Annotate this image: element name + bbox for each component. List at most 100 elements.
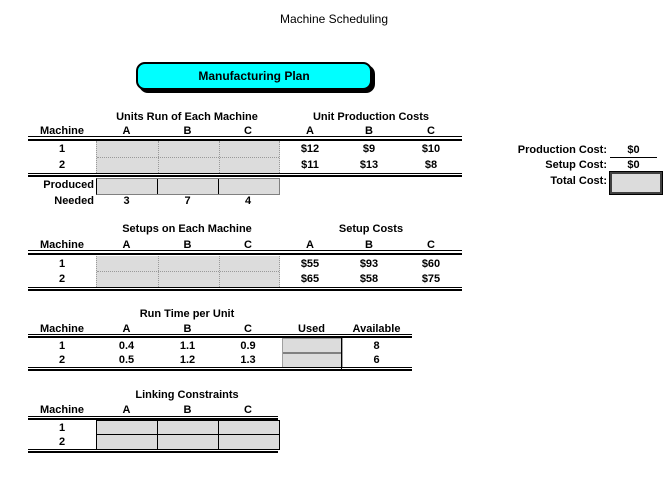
linking-divider-v1: [157, 421, 158, 449]
linking-bottom-underline: [28, 449, 278, 450]
setupcost-m2-b: $58: [359, 273, 379, 285]
setups-col-c-header: C: [244, 239, 252, 251]
produced-divider-v1: [157, 179, 158, 194]
linking-row1-label: 1: [58, 422, 66, 434]
setup-cost-label: Setup Cost:: [545, 159, 607, 171]
runtime-m2-b: 1.2: [179, 354, 196, 366]
available-m1: 8: [373, 340, 380, 352]
setupcost-m1-b: $93: [359, 258, 379, 270]
prodcost-m2-b: $13: [359, 159, 379, 171]
prodcost-m1-a: $12: [300, 143, 320, 155]
linking-bottom-rule: [28, 451, 278, 453]
units-run-heading: Units Run of Each Machine: [116, 111, 258, 123]
available-m2: 6: [373, 354, 380, 366]
linking-input-cells[interactable]: [96, 420, 280, 450]
units-header-underline: [28, 136, 462, 137]
production-costs-heading: Unit Production Costs: [312, 111, 430, 123]
units-header-rule: [28, 139, 462, 141]
units-row2-label: 2: [58, 159, 66, 171]
prodcost-m2-c: $8: [424, 159, 438, 171]
linking-header-rule: [28, 418, 278, 420]
production-cost-value: $0: [610, 143, 657, 158]
setupcost-m1-a: $55: [300, 258, 320, 270]
runtime-bottom-underline: [28, 367, 412, 368]
setups-col-a-header: A: [122, 239, 131, 251]
page-title: Machine Scheduling: [279, 12, 389, 26]
runtime-m1-a: 0.4: [118, 340, 135, 352]
setups-heading: Setups on Each Machine: [122, 223, 252, 235]
setups-header-underline: [28, 250, 462, 251]
linking-col-a-header: A: [122, 404, 131, 416]
prodcost-m2-a: $11: [301, 159, 319, 171]
setupcost-col-c-header: C: [427, 239, 435, 251]
setupcost-col-b-header: B: [365, 239, 373, 251]
setupcost-m1-c: $60: [421, 258, 441, 270]
prodcost-col-c-header: C: [427, 125, 435, 137]
runtime-m2-c: 1.3: [240, 354, 256, 366]
linking-col-c-header: C: [244, 404, 252, 416]
setup-cost-value: $0: [610, 158, 657, 173]
needed-c: 4: [244, 195, 252, 207]
used-cells-divider: [283, 352, 342, 354]
units-input-cells[interactable]: [96, 141, 280, 173]
setupcost-m2-c: $75: [421, 273, 441, 285]
linking-machine-header: Machine: [39, 404, 84, 416]
runtime-heading: Run Time per Unit: [139, 308, 235, 320]
runtime-col-c-header: C: [244, 323, 252, 335]
needed-a: 3: [123, 195, 130, 207]
setups-bottom-underline: [28, 287, 462, 288]
linking-col-b-header: B: [183, 404, 192, 416]
units-input-divider-h: [97, 157, 279, 158]
setups-header-rule: [28, 253, 462, 255]
manufacturing-plan-button[interactable]: Manufacturing Plan: [136, 62, 372, 90]
used-header: Used: [298, 323, 325, 335]
setupcost-m2-a: $65: [300, 273, 320, 285]
runtime-col-a-header: A: [122, 323, 131, 335]
setup-costs-heading: Setup Costs: [338, 223, 404, 235]
runtime-machine-header: Machine: [39, 323, 84, 335]
produced-divider-v2: [218, 179, 219, 194]
total-cost-cell[interactable]: [609, 171, 663, 195]
runtime-row2-label: 2: [58, 354, 66, 366]
runtime-m2-a: 0.5: [118, 354, 135, 366]
needed-label: Needed: [54, 195, 94, 207]
units-row1-label: 1: [58, 143, 66, 155]
units-bottom-rule: [28, 175, 462, 177]
setups-row2-label: 2: [58, 273, 66, 285]
setups-bottom-rule: [28, 289, 462, 291]
linking-divider-h: [97, 434, 279, 435]
available-header: Available: [352, 323, 401, 335]
units-col-b-header: B: [183, 125, 192, 137]
runtime-header-rule: [28, 336, 412, 338]
units-col-a-header: A: [122, 125, 131, 137]
runtime-bottom-rule: [28, 369, 412, 371]
produced-cells[interactable]: [96, 178, 280, 195]
runtime-col-b-header: B: [183, 323, 192, 335]
total-cost-label: Total Cost:: [550, 175, 607, 187]
linking-header-underline: [28, 416, 278, 417]
setups-input-divider-h: [97, 271, 279, 272]
prodcost-col-b-header: B: [365, 125, 373, 137]
needed-b: 7: [184, 195, 191, 207]
setupcost-col-a-header: A: [306, 239, 314, 251]
setups-col-b-header: B: [183, 239, 192, 251]
used-cells[interactable]: [282, 338, 343, 368]
setups-input-cells[interactable]: [96, 256, 280, 287]
setups-row1-label: 1: [58, 258, 66, 270]
produced-label: Produced: [43, 179, 94, 191]
linking-divider-v2: [218, 421, 219, 449]
runtime-m1-b: 1.1: [179, 340, 196, 352]
runtime-m1-c: 0.9: [240, 340, 256, 352]
units-col-c-header: C: [244, 125, 252, 137]
prodcost-m1-b: $9: [362, 143, 376, 155]
prodcost-col-a-header: A: [306, 125, 314, 137]
linking-row2-label: 2: [58, 436, 66, 448]
units-machine-header: Machine: [39, 125, 84, 137]
production-cost-label: Production Cost:: [517, 144, 607, 156]
setups-machine-header: Machine: [39, 239, 84, 251]
runtime-row1-label: 1: [58, 340, 66, 352]
prodcost-m1-c: $10: [421, 143, 441, 155]
linking-heading: Linking Constraints: [135, 389, 239, 401]
used-available-divider: [341, 336, 342, 370]
